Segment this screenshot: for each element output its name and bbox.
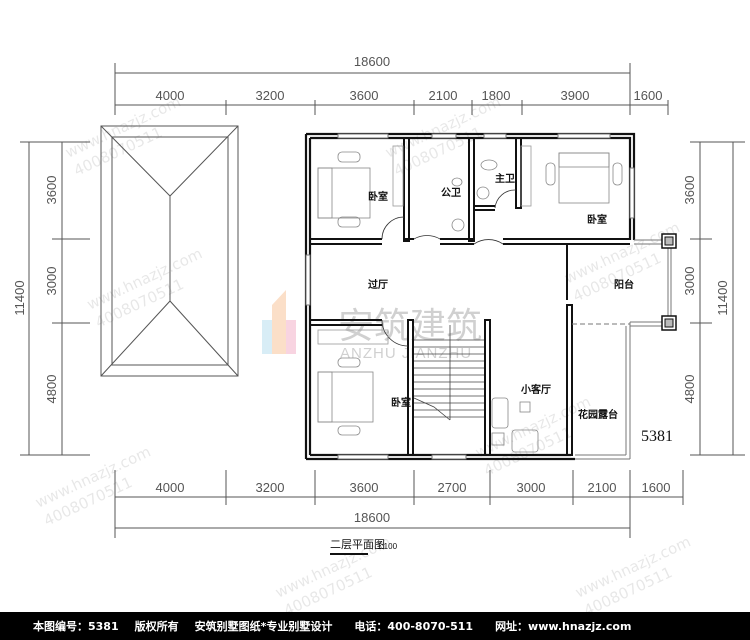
- footer-phone: 电话：400-8070-511: [354, 620, 474, 633]
- dim-top-seg: 3200: [256, 88, 285, 103]
- footer-bar: 本图编号：5381 版权所有 安筑别墅图纸*专业别墅设计 电话：400-8070…: [0, 612, 750, 640]
- balcony-columns: [661, 233, 677, 331]
- svg-text:安筑建筑: 安筑建筑: [338, 306, 482, 347]
- dim-top-seg: 3900: [561, 88, 590, 103]
- dim-left-seg: 3000: [44, 267, 59, 296]
- roof-plan: [100, 125, 239, 377]
- svg-text:ANZHU JIANZHU: ANZHU JIANZHU: [340, 345, 472, 362]
- room-label-public-bath: 公卫: [441, 187, 461, 199]
- balcony-terrace: [572, 239, 672, 460]
- exterior-walls: [304, 132, 636, 461]
- room-label-hall: 过厅: [368, 278, 388, 291]
- dim-bottom-seg: 3600: [350, 480, 379, 495]
- dim-bottom-seg: 2700: [438, 480, 467, 495]
- dim-right-total: 11400: [715, 280, 730, 315]
- door-swings: [381, 189, 517, 347]
- interior-walls: [310, 137, 630, 456]
- dimension-right: [690, 141, 745, 456]
- drawing-scale: 1:100: [377, 542, 398, 551]
- dim-left-seg: 3600: [44, 176, 59, 205]
- room-label-master-bath: 主卫: [495, 172, 515, 185]
- footer-website[interactable]: 网址：www.hnazjz.com: [495, 620, 632, 633]
- room-label-small-living: 小客厅: [520, 383, 551, 396]
- room-label-garden-terrace: 花园露台: [578, 408, 618, 421]
- footer-slogan: 安筑别墅图纸*专业别墅设计: [194, 620, 333, 633]
- dimension-bottom: [114, 470, 684, 538]
- room-label-bedroom-sw: 卧室: [391, 396, 411, 409]
- dim-top-seg: 1800: [482, 88, 511, 103]
- dim-bottom-seg: 3000: [517, 480, 546, 495]
- dim-bottom-seg: 3200: [256, 480, 285, 495]
- plan-number: 5381: [641, 428, 673, 445]
- dim-top-seg: 1600: [634, 88, 663, 103]
- dim-right-seg: 4800: [682, 375, 697, 404]
- dim-bottom-seg: 1600: [642, 480, 671, 495]
- footer-copyright: 版权所有: [134, 620, 179, 633]
- drawing-title: 二层平面图: [330, 538, 385, 551]
- dim-left-seg: 4800: [44, 375, 59, 404]
- dim-bottom-seg: 2100: [588, 480, 617, 495]
- room-label-bedroom-nw: 卧室: [368, 190, 388, 203]
- dim-top-seg: 3600: [350, 88, 379, 103]
- dim-bottom-seg: 4000: [156, 480, 185, 495]
- dimension-left: [20, 141, 90, 456]
- dim-top-total: 18600: [354, 54, 390, 69]
- room-label-bedroom-ne: 卧室: [587, 213, 607, 226]
- dim-right-seg: 3000: [682, 267, 697, 296]
- dim-top-seg: 2100: [429, 88, 458, 103]
- footer-plan-number: 本图编号：5381: [33, 620, 119, 633]
- dim-top-seg: 4000: [156, 88, 185, 103]
- dimension-top: [114, 63, 669, 115]
- dim-bottom-total: 18600: [354, 510, 390, 525]
- furniture: [317, 145, 623, 453]
- dim-right-seg: 3600: [682, 176, 697, 205]
- room-label-balcony: 阳台: [614, 278, 634, 291]
- dim-left-total: 11400: [12, 280, 27, 315]
